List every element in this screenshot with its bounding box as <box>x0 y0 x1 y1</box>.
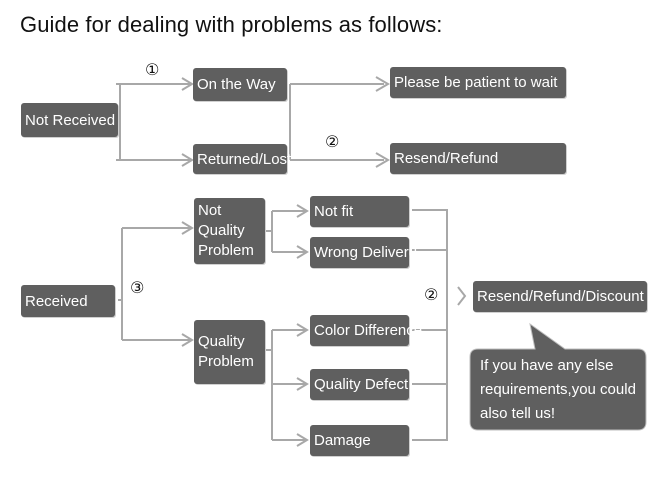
received-box: Received <box>21 285 115 317</box>
step-marker-2: ② <box>325 132 340 151</box>
page-title: Guide for dealing with problems as follo… <box>20 12 443 37</box>
received-label: Received <box>25 292 88 310</box>
not-quality-line-1: Not <box>198 202 222 219</box>
not-received-box: Not Received <box>21 103 118 137</box>
resend-refund-box: Resend/Refund <box>390 143 566 174</box>
on-the-way-label: On the Way <box>197 76 276 93</box>
step-marker-3: ③ <box>130 278 145 297</box>
wrong-delivery-box: Wrong Deliveru <box>310 237 417 268</box>
quality-line-1: Quality <box>198 333 245 350</box>
note-line-3: also tell us! <box>480 405 556 422</box>
returned-lost-label: Returned/Lost <box>197 150 292 168</box>
color-difference-label: Color Difference <box>314 322 423 339</box>
not-fit-box: Not fit <box>310 196 409 227</box>
wait-label: Please be patient to wait <box>394 74 558 91</box>
note-line-1: If you have any else <box>480 357 614 374</box>
resend-refund-discount-label: Resend/Refund/Discount <box>477 288 644 305</box>
note-text: If you have any else requirements,you co… <box>480 354 644 426</box>
wrong-delivery-label: Wrong Deliveru <box>314 244 418 261</box>
quality-line-2: Problem <box>198 353 254 370</box>
returned-lost-box: Returned/Lost <box>193 144 291 174</box>
quality-problem-box: Quality Problem <box>194 320 265 384</box>
not-received-label: Not Received <box>25 111 116 129</box>
resend-refund-discount-box: Resend/Refund/Discount <box>473 281 647 312</box>
resend-refund-label: Resend/Refund <box>394 150 499 167</box>
note-line-2: requirements,you could <box>480 381 636 398</box>
not-quality-line-3: Problem <box>198 242 254 259</box>
quality-defect-label: Quality Defect <box>314 376 409 393</box>
not-fit-label: Not fit <box>314 203 354 220</box>
wait-box: Please be patient to wait <box>390 67 566 98</box>
damage-box: Damage <box>310 425 409 456</box>
color-difference-box: Color Difference <box>310 315 422 346</box>
step-marker-2-received: ② <box>424 285 439 304</box>
note-bubble-shape <box>469 322 647 431</box>
quality-defect-box: Quality Defect <box>310 369 409 400</box>
on-the-way-box: On the Way <box>193 68 287 101</box>
damage-label: Damage <box>314 432 371 449</box>
not-quality-problem-box: Not Quality Problem <box>194 198 265 264</box>
not-quality-line-2: Quality <box>198 222 245 239</box>
step-marker-1: ① <box>145 60 160 79</box>
